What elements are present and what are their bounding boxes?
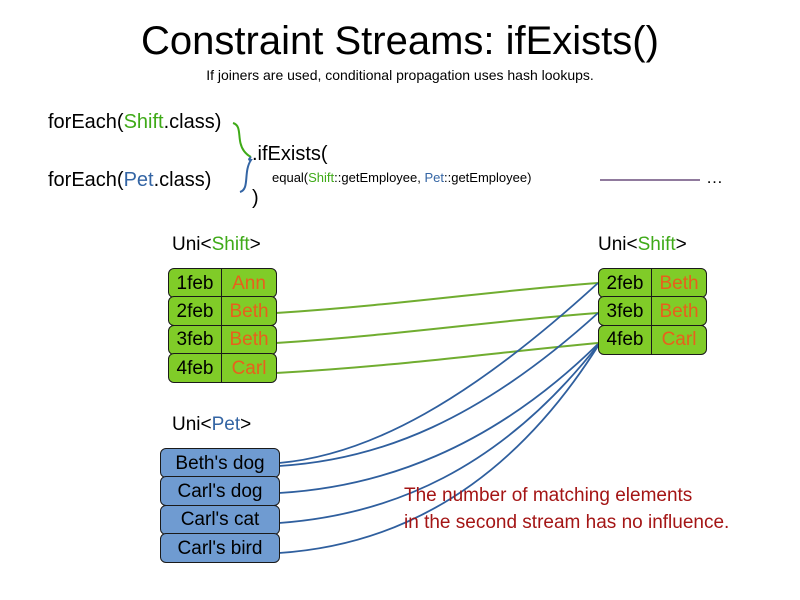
brace-upper-green — [232, 122, 252, 158]
cell-employee: Ann — [232, 272, 266, 294]
code-equal-prefix: equal( — [272, 170, 309, 185]
label-left-prefix: Uni< — [172, 234, 212, 255]
code-foreach-shift: forEach(Shift.class) — [48, 110, 221, 134]
link-blue-bethsdog-2feb — [278, 282, 599, 464]
table-row[interactable]: 4feb Carl — [598, 324, 707, 355]
cell-date: 4feb — [169, 354, 222, 383]
label-left-type: Shift — [211, 234, 250, 255]
table-row[interactable]: 2feb Beth — [598, 268, 707, 298]
label-left-suffix: > — [249, 234, 261, 255]
cell-date: 2feb — [169, 297, 222, 326]
table-row[interactable]: Carl's cat — [160, 504, 280, 535]
cell-employee: Beth — [659, 300, 699, 322]
cell-date: 3feb — [169, 325, 222, 354]
code-ifexists: .ifExists( — [252, 143, 328, 165]
cell-date: 2feb — [599, 269, 652, 297]
cell-date: 1feb — [169, 269, 222, 297]
code-equal-joiner: equal(Shift::getEmployee, Pet::getEmploy… — [272, 170, 531, 186]
cell-pet-name: Carl's bird — [177, 537, 263, 559]
annotation-line-1: The number of matching elements — [404, 485, 693, 506]
code-close-paren: ) — [252, 187, 259, 209]
cell-pet-name: Beth's dog — [175, 452, 265, 474]
code-equal-type-pet: Pet — [424, 170, 444, 185]
code-foreach-shift-suffix: .class) — [163, 111, 222, 133]
label-pet-type: Pet — [211, 414, 241, 435]
table-row[interactable]: 3feb Beth — [598, 296, 707, 327]
code-foreach-pet-prefix: forEach( — [48, 169, 124, 191]
brace-lower-blue — [239, 156, 253, 193]
cell-employee: Beth — [229, 300, 269, 322]
table-row[interactable]: 1feb Ann — [168, 268, 277, 298]
link-green-3feb — [275, 312, 599, 344]
code-equal-mid: ::getEmployee, — [334, 170, 425, 185]
cell-date: 4feb — [599, 325, 652, 354]
table-row[interactable]: 4feb Carl — [168, 353, 277, 384]
cell-pet-name: Carl's dog — [177, 480, 263, 502]
label-right-suffix: > — [675, 234, 687, 255]
cell-employee: Beth — [229, 329, 269, 351]
label-right-type: Shift — [637, 234, 676, 255]
link-blue-carlsdog-4feb — [278, 343, 599, 494]
table-row[interactable]: Carl's dog — [160, 476, 280, 507]
table-row[interactable]: 3feb Beth — [168, 324, 277, 355]
code-foreach-shift-prefix: forEach( — [48, 111, 124, 133]
code-foreach-pet: forEach(Pet.class) — [48, 168, 211, 192]
cell-pet-name: Carl's cat — [180, 509, 260, 531]
label-pet-suffix: > — [240, 414, 252, 435]
code-equal-suffix: ::getEmployee) — [444, 170, 532, 185]
annotation-line-2: in the second stream has no influence. — [404, 512, 730, 533]
code-foreach-pet-suffix: .class) — [153, 169, 212, 191]
link-blue-bethsdog-3feb — [278, 312, 599, 467]
code-equal-type-shift: Shift — [308, 170, 335, 185]
code-foreach-shift-type: Shift — [123, 111, 164, 133]
label-uni-shift-right: Uni<Shift> — [598, 233, 687, 256]
cell-employee: Carl — [231, 357, 267, 379]
annotation-note: The number of matching elements in the s… — [404, 482, 729, 536]
label-uni-pet: Uni<Pet> — [172, 413, 251, 436]
cell-date: 3feb — [599, 297, 652, 326]
table-row[interactable]: Carl's bird — [160, 533, 280, 564]
ellipsis-text: … — [706, 168, 723, 187]
table-row[interactable]: 2feb Beth — [168, 296, 277, 327]
link-green-4feb — [275, 342, 599, 374]
label-uni-shift-left: Uni<Shift> — [172, 233, 261, 256]
label-right-prefix: Uni< — [598, 234, 638, 255]
code-foreach-pet-type: Pet — [123, 169, 154, 191]
page-subtitle: If joiners are used, conditional propaga… — [206, 67, 594, 83]
page-title: Constraint Streams: ifExists() — [141, 19, 659, 63]
label-pet-prefix: Uni< — [172, 414, 212, 435]
link-green-2feb — [275, 282, 599, 314]
table-row[interactable]: Beth's dog — [160, 448, 280, 478]
cell-employee: Carl — [661, 329, 697, 351]
cell-employee: Beth — [659, 272, 699, 294]
